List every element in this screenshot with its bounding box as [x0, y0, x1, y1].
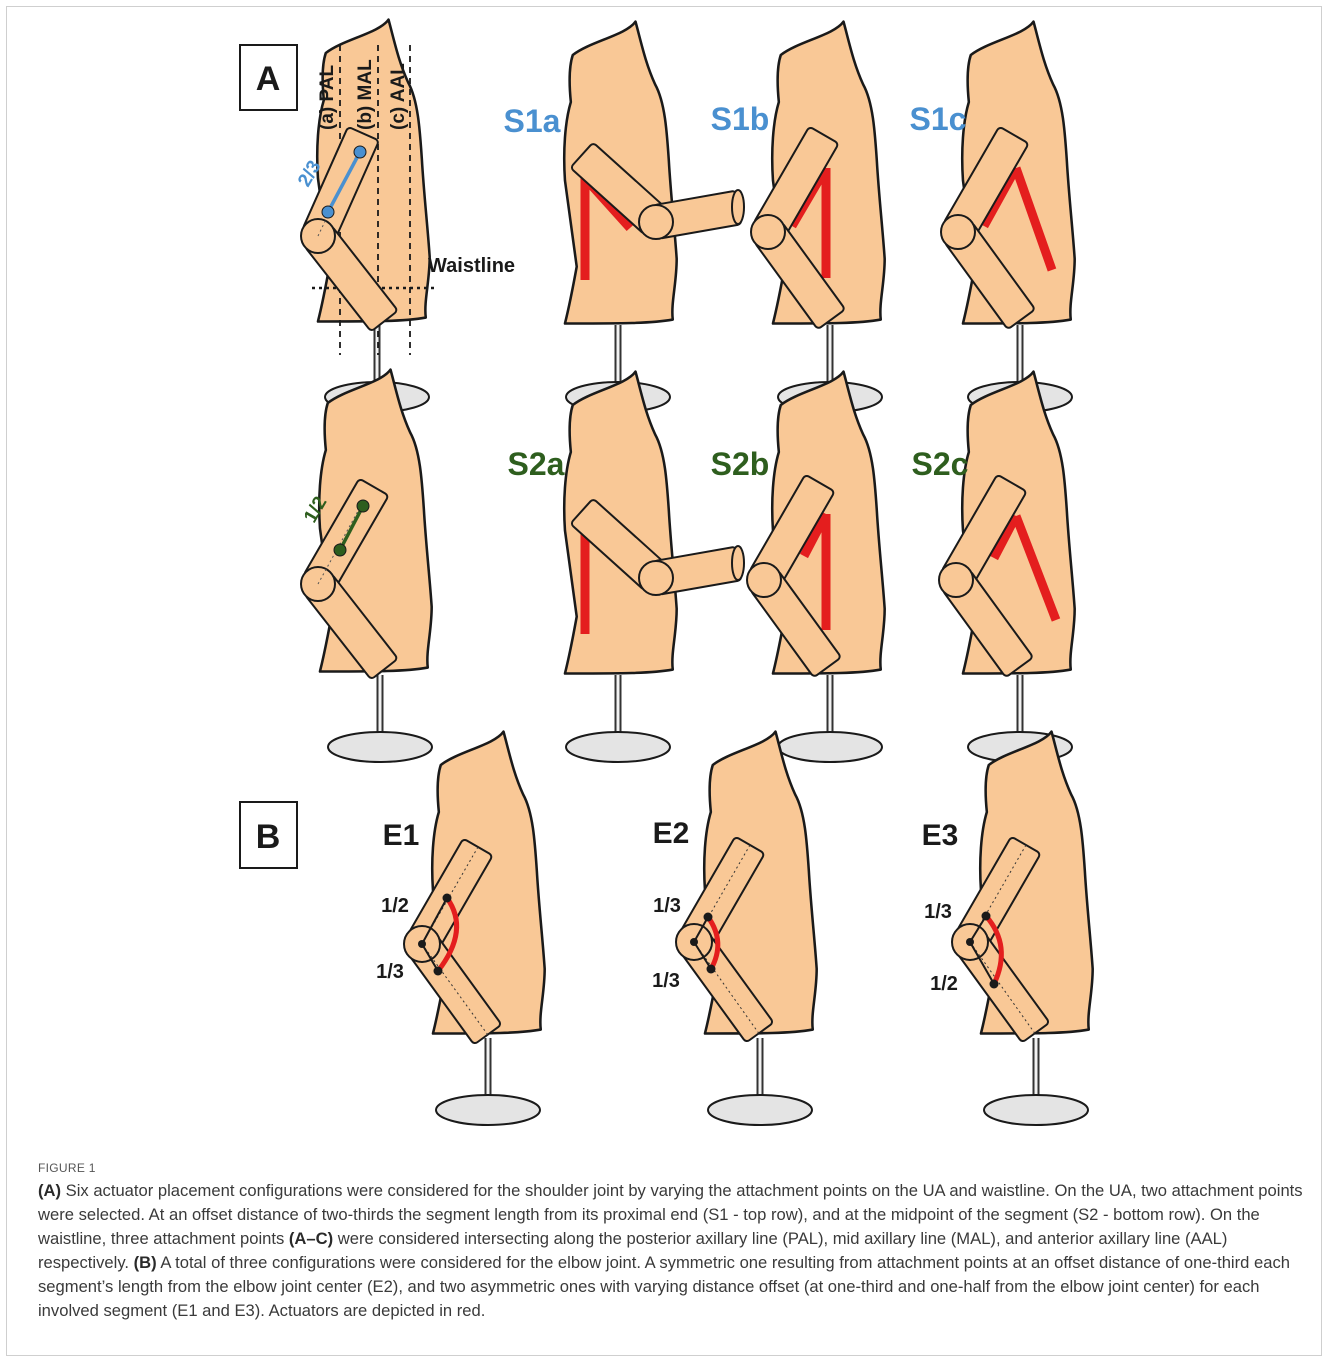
- e1-lower-fraction: 1/3: [376, 961, 404, 983]
- e2-upper-fraction: 1/3: [653, 895, 681, 917]
- config-s2b: S2b: [711, 446, 770, 482]
- mannequin-s2b: [747, 372, 885, 762]
- figure-illustration: A (a) PAL (b) MAL (c) AAL 2/3 Waistline: [0, 0, 1330, 1150]
- figure-caption: FIGURE 1 (A) Six actuator placement conf…: [38, 1161, 1310, 1323]
- config-s1a: S1a: [504, 103, 561, 139]
- e3-lower-fraction: 1/2: [930, 973, 958, 995]
- mannequin-s2a: [564, 372, 744, 762]
- caption-a-tag: (A): [38, 1181, 61, 1200]
- caption-b-text: A total of three configurations were con…: [38, 1253, 1290, 1320]
- caption-text: (A) Six actuator placement configuration…: [38, 1179, 1310, 1323]
- mannequin-s1b: [751, 22, 885, 412]
- config-s2c: S2c: [912, 446, 969, 482]
- config-e3: E3: [922, 819, 959, 852]
- pal-label: (a) PAL: [317, 65, 338, 130]
- config-s1b: S1b: [711, 101, 770, 137]
- mannequin-s2c: [939, 372, 1075, 762]
- caption-b-tag: (B): [134, 1253, 157, 1272]
- mannequin-e3: [952, 732, 1093, 1125]
- mannequin-s1c: [941, 22, 1075, 412]
- aal-label: (c) AAL: [388, 63, 409, 130]
- e3-upper-fraction: 1/3: [924, 901, 952, 923]
- panel-a-label: A: [256, 60, 281, 98]
- e2-lower-fraction: 1/3: [652, 970, 680, 992]
- panel-b-label: B: [256, 818, 281, 856]
- config-e1: E1: [383, 819, 420, 852]
- config-s1c: S1c: [910, 101, 967, 137]
- mal-label: (b) MAL: [355, 59, 376, 130]
- reference-mannequin-bottom: [301, 370, 432, 762]
- caption-ac-tag: (A–C): [289, 1229, 333, 1248]
- config-s2a: S2a: [508, 446, 565, 482]
- config-e2: E2: [653, 817, 690, 850]
- waistline-label: Waistline: [428, 255, 515, 277]
- e1-upper-fraction: 1/2: [381, 895, 409, 917]
- mannequin-s1a: [564, 22, 744, 412]
- mannequin-e2: [676, 732, 817, 1125]
- mannequin-e1: [404, 732, 545, 1125]
- figure-number: FIGURE 1: [38, 1161, 1310, 1175]
